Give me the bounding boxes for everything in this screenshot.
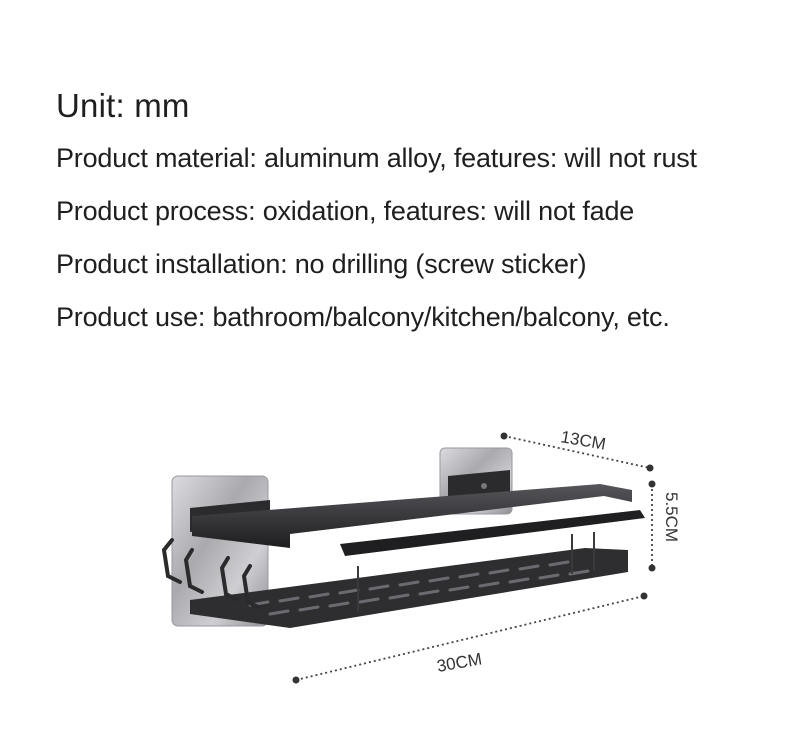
height-label: 5.5CM <box>662 492 681 542</box>
tray-slots <box>248 560 590 616</box>
product-specs: Unit: mm Product material: aluminum allo… <box>56 84 697 344</box>
shelf-drawing: 13CM 5.5CM 30CM <box>161 427 681 684</box>
spec-use: Product use: bathroom/balcony/kitchen/ba… <box>56 302 670 332</box>
dimension-lines <box>295 435 653 681</box>
support-posts <box>357 532 595 612</box>
front-rail <box>192 484 632 548</box>
product-illustration: 13CM 5.5CM 30CM <box>0 400 790 720</box>
depth-label: 13CM <box>559 427 607 454</box>
spec-material: Product material: aluminum alloy, featur… <box>56 143 697 173</box>
towel-bar <box>340 510 645 556</box>
length-label: 30CM <box>435 649 483 676</box>
spec-installation: Product installation: no drilling (screw… <box>56 249 587 279</box>
unit-label: Unit: mm <box>56 87 190 124</box>
spec-process: Product process: oxidation, features: wi… <box>56 196 635 226</box>
shelf-tray <box>190 548 628 628</box>
right-bracket-screw <box>481 483 487 489</box>
dimension-dots <box>292 432 656 684</box>
hooks <box>161 538 262 610</box>
